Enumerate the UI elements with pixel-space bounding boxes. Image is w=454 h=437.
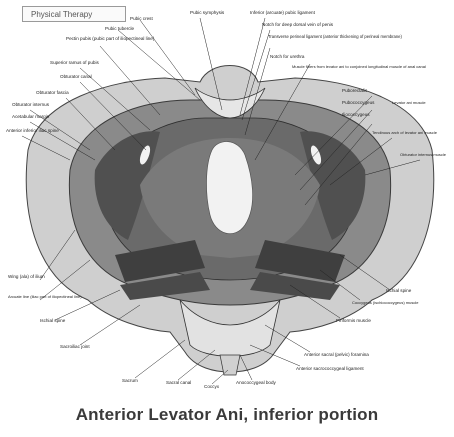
label-obturator-canal: Obturator canal bbox=[60, 74, 92, 79]
label-inferior-pubic-ligament: Inferior (arcuate) pubic ligament bbox=[250, 10, 316, 15]
label-iliococcygeus: Iliococcygeus bbox=[342, 112, 370, 117]
label-ischial-spine-right: Ischial spine bbox=[386, 288, 412, 293]
label-acetabular-margin: Acetabular margin bbox=[12, 114, 50, 119]
label-notch-dorsal-vein: Notch for deep dorsal vein of penis bbox=[262, 22, 334, 27]
label-coccygeus: Coccygeus (ischiococcygeus) muscle bbox=[352, 300, 419, 305]
label-pubic-symphysis: Pubic symphysis bbox=[190, 10, 225, 15]
label-coccyx: Coccyx bbox=[204, 384, 220, 389]
label-obturator-fascia: Obturator fascia bbox=[36, 90, 69, 95]
label-obturator-internus-right: Obturator internus muscle bbox=[400, 152, 447, 157]
label-pubococcygeus: Pubococcygeus bbox=[342, 100, 375, 105]
label-anococcygeal-body: Anococcygeal body bbox=[236, 380, 277, 385]
label-arcuate-line: Arcuate line (iliac part of iliopectinea… bbox=[8, 294, 82, 299]
label-puborectalis: Puborectalis bbox=[342, 88, 368, 93]
label-tendinous-arch: Tendinous arch of levator ani muscle bbox=[372, 130, 438, 135]
pelvic-floor-diagram: Pubic symphysis Inferior (arcuate) pubic… bbox=[0, 0, 454, 400]
label-pubic-tubercle: Pubic tubercle bbox=[105, 26, 135, 31]
label-superior-ramus: Superior ramus of pubis bbox=[50, 60, 99, 65]
label-sacral-canal: Sacral canal bbox=[166, 380, 191, 385]
label-ischial-spine-left: Ischial spine bbox=[40, 318, 66, 323]
label-anterior-sacral-foramina: Anterior sacral (pelvic) foramina bbox=[304, 352, 369, 357]
label-anterior-sacrococcygeal: Anterior sacrococcygeal ligament bbox=[296, 366, 364, 371]
label-piriformis: Piriformis muscle bbox=[336, 318, 371, 323]
label-transverse-perineal: Transverse perineal ligament (anterior t… bbox=[268, 34, 403, 39]
label-obturator-internus-top: Obturator internus bbox=[12, 102, 50, 107]
label-sacrum: Sacrum bbox=[122, 378, 138, 383]
label-pubic-crest: Pubic crest bbox=[130, 16, 153, 21]
label-wing-ilium: Wing (ala) of ilium bbox=[8, 274, 45, 279]
label-levator-ani: Levator ani muscle bbox=[392, 100, 426, 105]
label-aiis: Anterior inferior iliac spine bbox=[6, 128, 59, 133]
label-pectin-pubis: Pectin pubis (pubic part of iliopectinea… bbox=[66, 36, 155, 41]
figure-caption: Anterior Levator Ani, inferior portion bbox=[0, 405, 454, 425]
label-muscle-fibers-anal: Muscle fibers from levator ani to conjoi… bbox=[292, 64, 426, 69]
label-notch-urethra: Notch for urethra bbox=[270, 54, 305, 59]
label-sacroiliac-joint: Sacroiliac joint bbox=[60, 344, 90, 349]
